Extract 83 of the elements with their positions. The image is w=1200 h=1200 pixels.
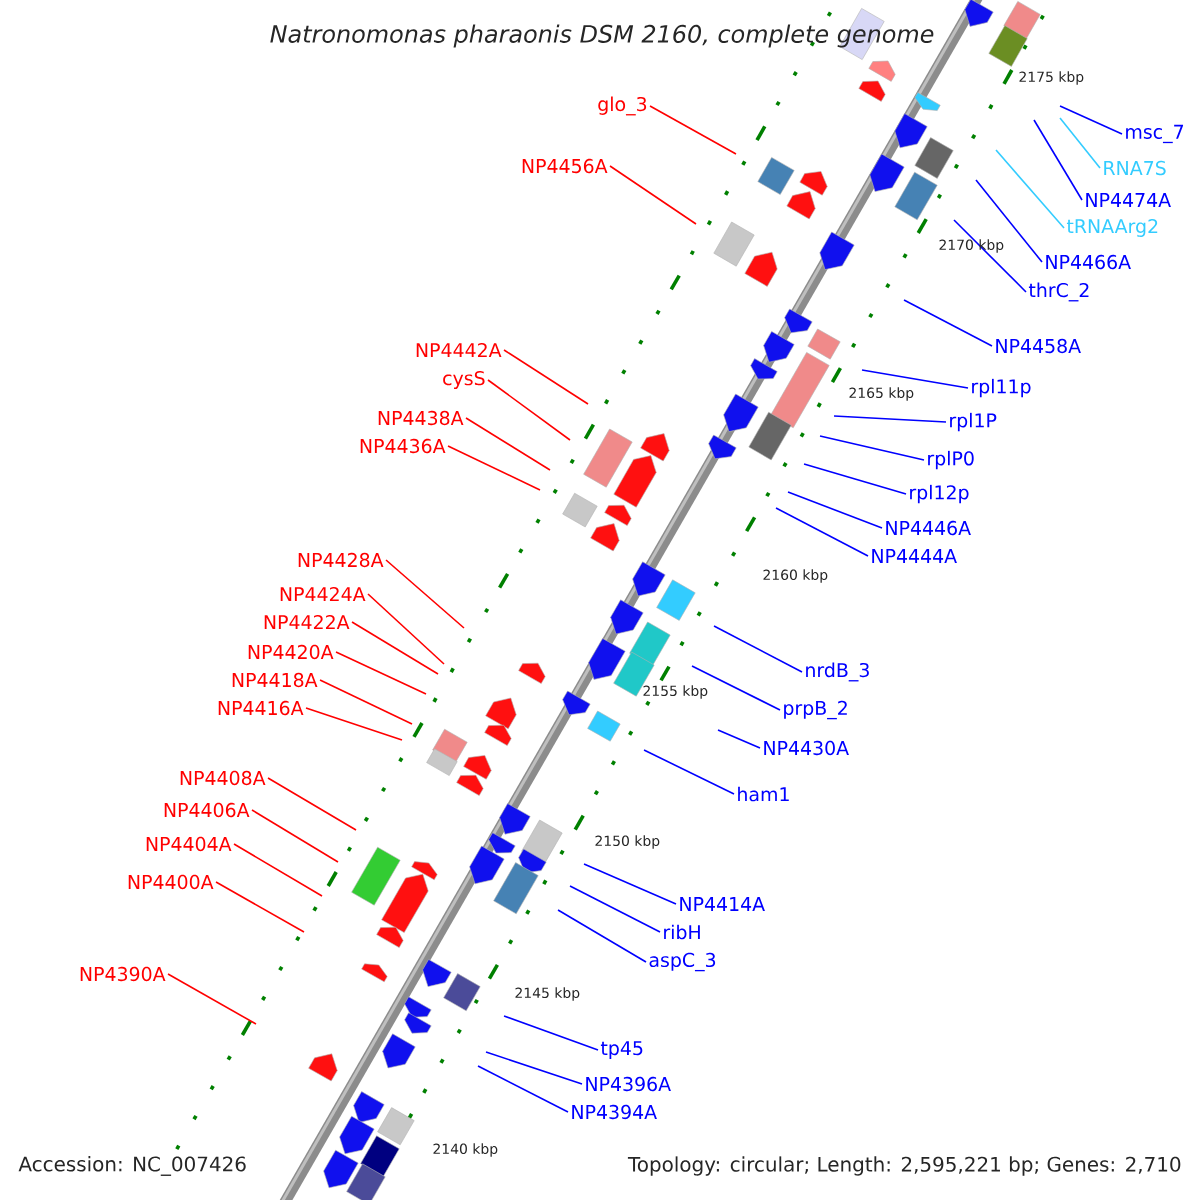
gene-label: NP4428A [298, 552, 384, 568]
gene-label: NP4416A [218, 700, 304, 716]
gene-label: thrC_2 [1028, 282, 1089, 302]
title: Natronomonas pharaonis DSM 2160, complete genome [270, 24, 934, 48]
leader-line [833, 415, 947, 423]
gene-label: NP4446A [886, 520, 971, 536]
leader-line [477, 1065, 569, 1113]
gene-label: NP4438A [378, 410, 464, 426]
gene-label: NP4436A [360, 438, 446, 454]
leader-line [167, 973, 257, 1025]
gene-label: NP4430A [764, 740, 849, 756]
leader-line [215, 881, 305, 933]
gene-label: glo_3 [598, 96, 647, 116]
leader-line [1059, 105, 1123, 135]
leader-line [351, 621, 439, 675]
leader-line [861, 369, 969, 389]
accession-text: Accession: NC_007426 [18, 1156, 246, 1176]
gene-label: prpB_2 [784, 700, 847, 720]
leader-line [1059, 117, 1101, 169]
leader-line [569, 885, 661, 933]
leader-line [447, 445, 541, 491]
gene-label: RNA7S [1104, 160, 1166, 176]
leader-line [465, 417, 551, 471]
gene-label: NP4406A [164, 802, 250, 818]
leader-line [775, 507, 869, 557]
gene-label: cysS [443, 371, 485, 389]
leader-line [305, 707, 403, 741]
leader-line [367, 593, 445, 665]
gene-label: NP4420A [248, 644, 334, 660]
gene-label: NP4390A [80, 966, 166, 982]
leader-line [267, 777, 357, 831]
gene-label: NP4456A [522, 158, 608, 174]
gene-label: NP4394A [572, 1104, 657, 1120]
leader-line [1033, 119, 1083, 201]
gene-label: tRNAArg2 [1066, 219, 1158, 237]
gene-label: NP4466A [1046, 254, 1131, 270]
leader-line [643, 749, 735, 795]
leader-line [609, 165, 697, 225]
leader-line [583, 863, 677, 905]
leader-line [819, 435, 925, 461]
leader-line [319, 679, 413, 725]
gene-label: rpl12p [910, 484, 969, 504]
leader-line [233, 843, 323, 897]
gene-label: rpl11p [972, 378, 1031, 398]
leader-line [975, 179, 1043, 263]
gene-label: ham1 [738, 786, 789, 802]
gene-label: NP4400A [128, 874, 214, 890]
leader-line [691, 665, 781, 711]
gene-label: ribH [664, 924, 700, 940]
leader-line [903, 299, 993, 347]
gene-label: rplP0 [928, 450, 974, 470]
leader-line [717, 729, 761, 749]
gene-label: NP4458A [996, 338, 1081, 354]
gene-label: NP4424A [280, 586, 366, 602]
gene-label: rpl1P [950, 412, 997, 432]
gene-label: NP4414A [680, 897, 765, 911]
gene-label: NP4404A [146, 836, 232, 852]
leader-line [487, 379, 571, 441]
gene-label: NP4442A [416, 342, 502, 357]
genome-info-text: Topology: circular; Length: 2,595,221 bp; Genes: 2,710 [627, 1156, 1181, 1176]
leader-line [503, 349, 589, 405]
leader-line [335, 651, 427, 695]
leader-line [485, 1051, 583, 1085]
gene-label: NP4474A [1086, 193, 1171, 207]
leader-line [557, 909, 647, 963]
gene-label: nrdB_3 [806, 662, 869, 682]
gene-label: aspC_3 [649, 952, 716, 972]
leader-line [251, 809, 339, 863]
gene-label: NP4444A [872, 549, 957, 563]
leader-line [713, 625, 803, 673]
gene-label: NP4422A [264, 614, 350, 630]
leader-line [995, 149, 1065, 229]
gene-label: tp45 [600, 1041, 643, 1059]
leader-line [503, 1015, 599, 1051]
gene-label: NP4396A [586, 1076, 671, 1092]
leader-line [385, 559, 465, 629]
gene-label: NP4418A [232, 672, 318, 688]
leader-line [953, 219, 1027, 293]
leader-line [803, 463, 907, 495]
leader-line [787, 491, 883, 529]
gene-label: NP4408A [180, 770, 266, 786]
gene-label: msc_7 [1126, 124, 1184, 144]
leader-line [649, 105, 737, 155]
